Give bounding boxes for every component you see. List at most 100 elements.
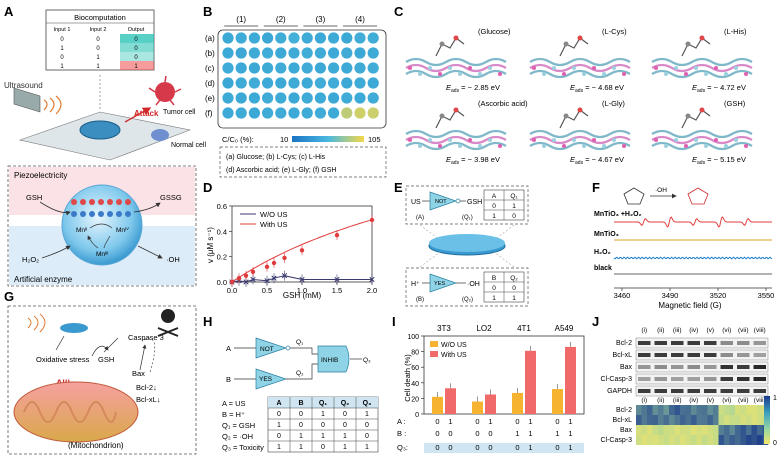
input-row-value: 0 xyxy=(515,417,519,426)
tumor-cell-icon xyxy=(155,82,175,102)
heat-cell xyxy=(713,435,719,445)
blot-band xyxy=(720,377,733,381)
blot-band xyxy=(720,389,733,393)
input-row-value: 0 xyxy=(475,429,479,438)
table-cell: 0 xyxy=(277,411,281,418)
blot-band xyxy=(720,353,733,357)
positive-charge xyxy=(125,199,131,205)
surface-lattice xyxy=(529,135,631,145)
adsorbate-atom xyxy=(453,35,459,41)
h-q2: Q₂ xyxy=(296,370,304,377)
panel-label-a: A xyxy=(4,4,14,19)
surface-charges xyxy=(71,199,131,217)
data-point xyxy=(369,276,375,283)
heat-cell xyxy=(707,435,714,445)
col-head: Input 2 xyxy=(90,27,107,33)
adsorbate-atom xyxy=(453,107,459,113)
group-labels: (1)(2)(3)(4) xyxy=(224,15,377,27)
input-row-value: 0 xyxy=(435,417,439,426)
table-cell: 1 xyxy=(343,444,347,451)
well xyxy=(262,92,274,104)
data-point xyxy=(264,278,270,284)
surface-atom xyxy=(592,138,596,142)
data-point xyxy=(243,279,249,285)
e-us: US xyxy=(411,199,421,206)
blot-band xyxy=(753,377,766,381)
heat-cell xyxy=(707,415,714,425)
heat-cell xyxy=(641,425,648,435)
adsorbate-atom xyxy=(577,107,583,113)
h-yes-gate xyxy=(255,368,288,390)
well xyxy=(222,32,234,44)
surface-lattice xyxy=(405,135,507,145)
blot-band xyxy=(654,341,667,345)
surface-atom xyxy=(704,144,708,148)
table-cell: 0 xyxy=(299,422,303,429)
dmpo-oh-structure xyxy=(687,187,709,205)
h-b: B xyxy=(226,375,231,384)
group-label: (1) xyxy=(236,15,246,24)
adsorption-energy: Eads = − 4.67 eV xyxy=(570,155,624,166)
trace-label: MnTiO₃ +H₂O₂ xyxy=(594,211,642,218)
well xyxy=(262,47,274,59)
well xyxy=(301,107,313,119)
molecule-name: (L-Cys) xyxy=(602,27,627,36)
heat-cell xyxy=(680,415,686,425)
panel-label-g: G xyxy=(4,289,14,304)
definition: Q₃ = Toxicity xyxy=(222,443,264,452)
table-head: B xyxy=(298,400,303,407)
heat-cell xyxy=(696,405,703,415)
well xyxy=(301,47,313,59)
well xyxy=(328,107,340,119)
heat-cell xyxy=(691,425,697,435)
truth-cell: 1 xyxy=(60,64,64,70)
table-head: A xyxy=(276,400,281,407)
truth-cell: 0 xyxy=(60,37,64,43)
table-cell: 1 xyxy=(277,422,281,429)
blot-band xyxy=(638,389,651,393)
surface-atom xyxy=(592,66,596,70)
heat-cell xyxy=(658,415,664,425)
blot-band xyxy=(687,389,700,393)
heat-cell xyxy=(636,415,642,425)
surface-lattice xyxy=(405,141,507,151)
well xyxy=(275,62,287,74)
table-cell: 0 xyxy=(365,433,369,440)
table-cell: 1 xyxy=(365,444,369,451)
blot-band xyxy=(687,341,700,345)
trace-label: MnTiO₃ xyxy=(594,231,619,238)
surface-atom xyxy=(448,138,452,142)
well xyxy=(222,77,234,89)
data-point xyxy=(250,276,256,283)
heat-cell xyxy=(663,435,670,445)
x-tick-label: 3490 xyxy=(662,291,679,300)
input-row-label: Q₃: xyxy=(397,443,408,452)
panel-h: H A B NOT YES Q₁ Q₂ INHIB Q₃ A = USB = H… xyxy=(203,314,379,453)
input-row-value: 1 xyxy=(515,429,519,438)
legend-line-2: (d) Ascorbic acid; (e) L-Gly; (f) GSH xyxy=(226,167,336,174)
well xyxy=(354,107,366,119)
e-q1: (Q₁) xyxy=(462,215,473,221)
lane-label: (vii) xyxy=(738,327,748,334)
surface-atom xyxy=(714,138,718,142)
well xyxy=(222,92,234,104)
surface-lattice xyxy=(405,69,507,79)
heat-cell xyxy=(707,405,714,415)
colorbar-min: 10 xyxy=(280,135,288,144)
row-label: (d) xyxy=(205,79,215,88)
f-oh: ·OH xyxy=(655,187,667,194)
cell-line-label: A549 xyxy=(555,324,574,333)
panel-label-e: E xyxy=(394,180,403,195)
definition: Q₂ = ·OH xyxy=(222,432,253,441)
yes-gate-box xyxy=(405,267,529,307)
blot-band xyxy=(671,365,684,369)
surface-atom xyxy=(562,72,566,76)
truth-cell: 0 xyxy=(96,46,100,52)
table-cell: 1 xyxy=(299,433,303,440)
